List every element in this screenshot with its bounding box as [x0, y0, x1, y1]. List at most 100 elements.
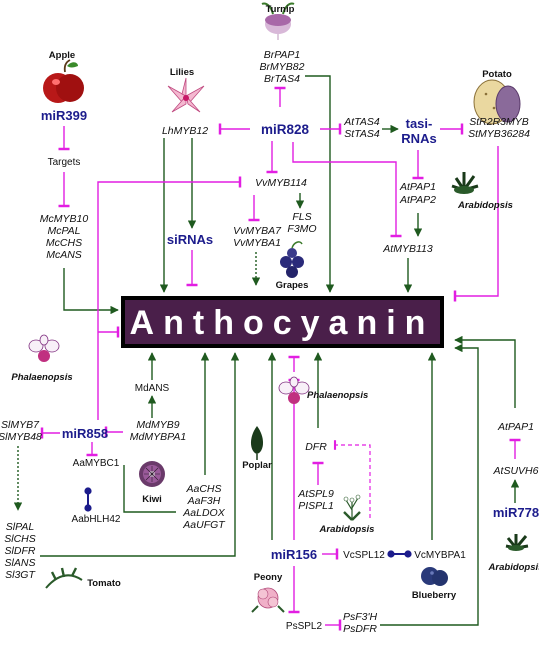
gene-fls: FLS: [292, 211, 311, 223]
gene-brmyb82: BrMYB82: [260, 61, 305, 73]
gene-lhmyb12: LhMYB12: [162, 125, 208, 137]
gene-mdmyb9: MdMYB9: [136, 419, 179, 431]
label-kiwi: Kiwi: [142, 494, 162, 505]
gene-mcmyb10: McMYB10: [40, 213, 89, 225]
tomato-icon: [45, 567, 83, 589]
gene-aaufgt: AaUFGT: [182, 519, 226, 531]
apple-icon: [43, 59, 84, 103]
label-tomato: Tomato: [87, 578, 121, 589]
gene-atpap1: AtPAP1: [399, 181, 436, 193]
label-phalaenopsis-left: Phalaenopsis: [11, 372, 72, 383]
gene-slchs: SlCHS: [4, 533, 36, 545]
label-mir858: miR858: [62, 426, 108, 441]
poplar-icon: [250, 426, 264, 460]
label-mir778: miR778: [493, 505, 539, 520]
gene-aaldox: AaLDOX: [182, 507, 225, 519]
label-mir399: miR399: [41, 108, 87, 123]
gene-aaf3h: AaF3H: [187, 495, 221, 507]
gene-psf3h: PsF3'H: [343, 611, 378, 623]
label-grapes: Grapes: [276, 280, 309, 291]
edge-apple-anthocyanin: [63, 268, 119, 315]
arabidopsis-top-icon: [451, 172, 479, 194]
label-mir156: miR156: [271, 547, 317, 562]
edge-peony-anthocyanin: [380, 343, 479, 626]
gene-aachs: AaCHS: [185, 483, 221, 495]
gene-psdfr: PsDFR: [343, 623, 377, 635]
gene-mcchs: McCHS: [46, 237, 82, 249]
gene-brpap1: BrPAP1: [264, 49, 301, 61]
label-potato: Potato: [482, 69, 512, 80]
label-peony: Peony: [254, 572, 283, 583]
gene-labels: BrPAP1 BrMYB82 BrTAS4 Targets McMYB10 Mc…: [0, 49, 539, 635]
aamybc1-aabhlh42-complex: [84, 487, 92, 512]
label-arabidopsis-mid: Arabidopsis: [319, 524, 375, 535]
anthocyanin-box: Anthocyanin: [121, 296, 444, 348]
gene-brtas4: BrTAS4: [264, 73, 300, 85]
gene-vcspl12: VcSPL12: [343, 550, 385, 561]
gene-psspl2: PsSPL2: [286, 621, 323, 632]
gene-mdmybpa1: MdMYBPA1: [130, 431, 186, 443]
gene-targets: Targets: [48, 157, 81, 168]
label-arabidopsis-top: Arabidopsis: [457, 200, 513, 211]
gene-atspl9: AtSPL9: [297, 488, 334, 500]
gene-atmyb113: AtMYB113: [382, 243, 433, 255]
label-poplar: Poplar: [242, 460, 272, 471]
label-apple: Apple: [49, 50, 75, 61]
gene-aabhlh42: AabHLH42: [72, 514, 121, 525]
gene-vvmyba7: VvMYBA7: [233, 225, 282, 237]
gene-slpal: SlPAL: [6, 521, 35, 533]
vcspl12-vcmybpa1-complex: [387, 550, 412, 558]
gene-slans: SlANS: [5, 557, 36, 569]
gene-sldfr: SlDFR: [5, 545, 36, 557]
gene-slmyb48: SlMYB48: [0, 431, 42, 443]
edge-tomato-anthocyanin: [40, 352, 240, 557]
phalaenopsis-left-icon: [28, 334, 60, 362]
gene-mcans: McANS: [46, 249, 82, 261]
gene-pispl1: PISPL1: [298, 500, 334, 512]
gene-stmyb36284: StMYB36284: [468, 128, 530, 140]
gene-atpap1-right: AtPAP1: [497, 421, 534, 433]
edge-mir858-vvmyb114: [97, 176, 242, 420]
gene-f3mo: F3MO: [287, 223, 316, 235]
edge-potato-anthocyanin: [453, 146, 499, 302]
edge-mir828-atmyb113: [292, 142, 402, 238]
gene-slmyb7: SlMYB7: [1, 419, 40, 431]
gene-sl3gt: Sl3GT: [5, 569, 36, 581]
pathway-edges: [13, 75, 521, 631]
label-tasi-line2: RNAs: [401, 131, 436, 146]
edge-turnip-anthocyanin: [305, 75, 335, 293]
gene-str2r3myb: StR2R3MYB: [469, 116, 529, 128]
turnip-icon: [261, 2, 295, 40]
gene-vvmyb114: VvMYB114: [255, 177, 307, 189]
label-blueberry: Blueberry: [412, 590, 457, 601]
gene-atpap2: AtPAP2: [399, 194, 436, 206]
gene-aamybc1: AaMYBC1: [73, 458, 120, 469]
edge-arabidopsis-dfr: [333, 440, 371, 518]
gene-sttas4: StTAS4: [344, 128, 380, 140]
label-mir828: miR828: [261, 122, 310, 137]
edge-atpap1-anthocyanin: [454, 335, 516, 408]
gene-mdans: MdANS: [135, 383, 170, 394]
edge-aamybc1-complex: [123, 465, 176, 513]
grapes-icon: [280, 241, 304, 278]
label-sirnas: siRNAs: [167, 232, 213, 247]
gene-vcmybpa1: VcMYBPA1: [414, 550, 466, 561]
blueberry-icon: [421, 567, 448, 586]
gene-vvmyba1: VvMYBA1: [233, 237, 281, 249]
kiwi-icon: [139, 461, 165, 487]
arabidopsis-right-icon: [505, 534, 529, 551]
arabidopsis-mid-icon: [343, 494, 361, 521]
label-turnip: Turnip: [266, 4, 295, 15]
gene-atsuvh6: AtSUVH6: [493, 465, 539, 477]
lily-icon: [167, 77, 205, 113]
label-arabidopsis-right: Arabidopsis: [488, 562, 539, 573]
potato-icon: [473, 79, 521, 125]
label-lilies: Lilies: [170, 67, 194, 78]
phalaenopsis-mid-icon: [278, 376, 310, 404]
gene-mcpal: McPAL: [47, 225, 80, 237]
label-phalaenopsis-mid: Phalaenopsis: [307, 390, 368, 401]
label-tasi-line1: tasi-: [406, 116, 433, 131]
title-anthocyanin: Anthocyanin: [130, 304, 435, 342]
